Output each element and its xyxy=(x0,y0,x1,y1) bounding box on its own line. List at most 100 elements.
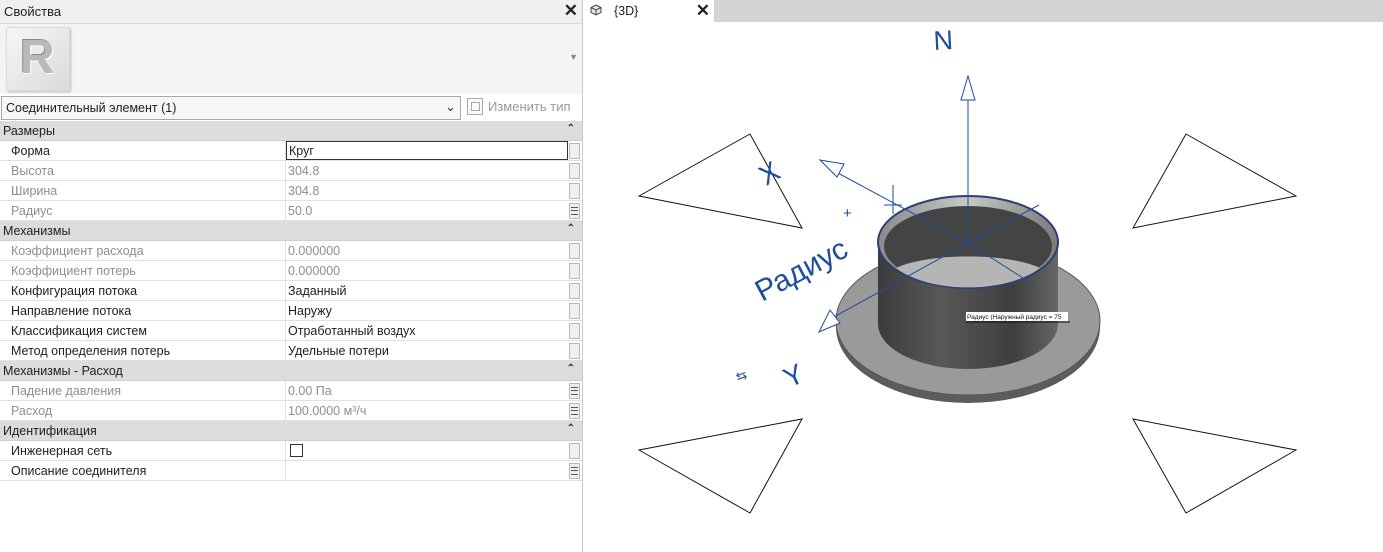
property-row[interactable]: Инженерная сеть xyxy=(0,441,582,461)
dimension-text-box xyxy=(966,312,1068,321)
property-name: Инженерная сеть xyxy=(11,444,113,458)
tab-3d-label: {3D} xyxy=(614,4,639,18)
property-checkbox[interactable] xyxy=(290,444,303,457)
property-value: 304.8 xyxy=(288,164,320,178)
properties-title: Свойства xyxy=(4,4,62,19)
property-name: Направление потока xyxy=(11,304,132,318)
row-scroll-button[interactable] xyxy=(569,323,580,339)
dimension-text[interactable]: Радиус (Наружный радиус = 75 xyxy=(967,313,1062,321)
associate-parameter-icon[interactable] xyxy=(569,383,580,399)
property-row[interactable]: Описание соединителя xyxy=(0,461,582,481)
row-scroll-button[interactable] xyxy=(569,283,580,299)
cylinder-inner-floor xyxy=(896,256,1040,288)
associate-parameter-icon[interactable] xyxy=(569,403,580,419)
3d-view[interactable]: {3D} ✕ xyxy=(584,0,1383,552)
property-group-label: Механизмы - Расход xyxy=(3,364,123,378)
collapse-chevron-icon[interactable]: ⌃ xyxy=(566,363,575,374)
property-name: Коэффициент расхода xyxy=(11,244,144,258)
tab-3d[interactable]: {3D} ✕ xyxy=(584,0,714,22)
element-type-selector-value: Соединительный элемент (1) xyxy=(6,101,177,115)
row-scroll-button[interactable] xyxy=(569,263,580,279)
column-divider xyxy=(285,341,286,360)
column-divider xyxy=(285,261,286,280)
property-row[interactable]: Направление потока Наружу xyxy=(0,301,582,321)
row-scroll-button[interactable] xyxy=(569,303,580,319)
radius-label[interactable]: Радиус xyxy=(750,232,853,308)
property-value[interactable]: Заданный xyxy=(288,284,347,298)
property-value: Круг xyxy=(289,144,314,158)
column-divider xyxy=(285,381,286,400)
property-row[interactable]: Метод определения потерь Удельные потери xyxy=(0,341,582,361)
collapse-chevron-icon[interactable]: ⌃ xyxy=(566,423,575,434)
view-arrow-top-left[interactable] xyxy=(637,133,803,229)
row-scroll-button[interactable] xyxy=(569,163,580,179)
property-value: 0.000000 xyxy=(288,264,341,278)
column-divider xyxy=(285,181,286,200)
revit-logo-icon: R xyxy=(6,27,70,91)
property-value-editor[interactable]: Круг xyxy=(286,141,568,160)
properties-panel: Свойства ✕ R ▼ Соединительный элемент (1… xyxy=(0,0,583,552)
flip-icon[interactable]: ⇆ xyxy=(734,368,749,386)
property-value: 304.8 xyxy=(288,184,320,198)
view-arrow-bottom-left[interactable] xyxy=(637,418,803,514)
property-row[interactable]: Форма Круг xyxy=(0,141,582,161)
property-value: 50.0 xyxy=(288,204,313,218)
property-value[interactable]: Наружу xyxy=(288,304,332,318)
property-value: 0.00 Па xyxy=(288,384,332,398)
edit-type-button[interactable]: Изменить тип xyxy=(464,96,578,118)
column-divider xyxy=(285,301,286,320)
property-group[interactable]: Идентификация ⌃ xyxy=(0,421,582,441)
axis-y-label: Y xyxy=(779,358,809,394)
row-scroll-button[interactable] xyxy=(569,143,580,159)
column-divider xyxy=(285,141,286,160)
property-name: Метод определения потерь xyxy=(11,344,171,358)
plus-sign[interactable]: + xyxy=(843,205,852,222)
axis-n-label: N xyxy=(933,25,954,56)
property-group-label: Размеры xyxy=(3,124,55,138)
property-group[interactable]: Механизмы⌃ xyxy=(0,221,582,241)
property-group-label: Идентификация xyxy=(3,424,97,438)
3d-scene[interactable]: N X Y Радиус + ⇆ Радиус (Наружный радиус… xyxy=(584,22,1383,552)
property-group[interactable]: Механизмы - Расход ⌃ xyxy=(0,361,582,381)
row-scroll-button[interactable] xyxy=(569,243,580,259)
chevron-down-icon[interactable]: ⌄ xyxy=(445,99,456,114)
property-row: Высота 304.8 xyxy=(0,161,582,181)
column-divider xyxy=(285,321,286,340)
property-value[interactable]: Удельные потери xyxy=(288,344,389,358)
view-arrow-bottom-right[interactable] xyxy=(1132,418,1298,514)
tab-close-icon[interactable]: ✕ xyxy=(695,1,710,20)
property-name: Ширина xyxy=(11,184,58,198)
collapse-chevron-icon[interactable]: ⌃ xyxy=(566,223,575,234)
axes xyxy=(817,74,1040,333)
property-name: Высота xyxy=(11,164,54,178)
type-dropdown-arrow-icon[interactable]: ▼ xyxy=(569,52,578,62)
property-value[interactable]: Отработанный воздух xyxy=(288,324,416,338)
type-preview-area: R ▼ xyxy=(0,24,582,94)
row-scroll-button[interactable] xyxy=(569,343,580,359)
close-icon[interactable]: ✕ xyxy=(563,1,578,20)
associate-parameter-icon[interactable] xyxy=(569,203,580,219)
property-name: Форма xyxy=(11,144,50,158)
row-scroll-button[interactable] xyxy=(569,443,580,459)
column-divider xyxy=(285,281,286,300)
collapse-chevron-icon[interactable]: ⌃ xyxy=(566,123,575,134)
view-arrow-top-right[interactable] xyxy=(1132,133,1298,229)
column-divider xyxy=(285,441,286,460)
property-group[interactable]: Размеры ⌃ xyxy=(0,121,582,141)
element-type-selector[interactable]: Соединительный элемент (1) ⌄ xyxy=(1,96,461,120)
property-name: Конфигурация потока xyxy=(11,284,138,298)
property-name: Описание соединителя xyxy=(11,464,147,478)
row-scroll-button[interactable] xyxy=(569,183,580,199)
property-value: 100.0000 м³/ч xyxy=(288,404,367,418)
property-value: 0.000000 xyxy=(288,244,341,258)
property-row[interactable]: Конфигурация потока Заданный xyxy=(0,281,582,301)
property-row: Ширина 304.8 xyxy=(0,181,582,201)
column-divider xyxy=(285,201,286,220)
associate-parameter-icon[interactable] xyxy=(569,463,580,479)
cube-icon xyxy=(590,4,602,16)
